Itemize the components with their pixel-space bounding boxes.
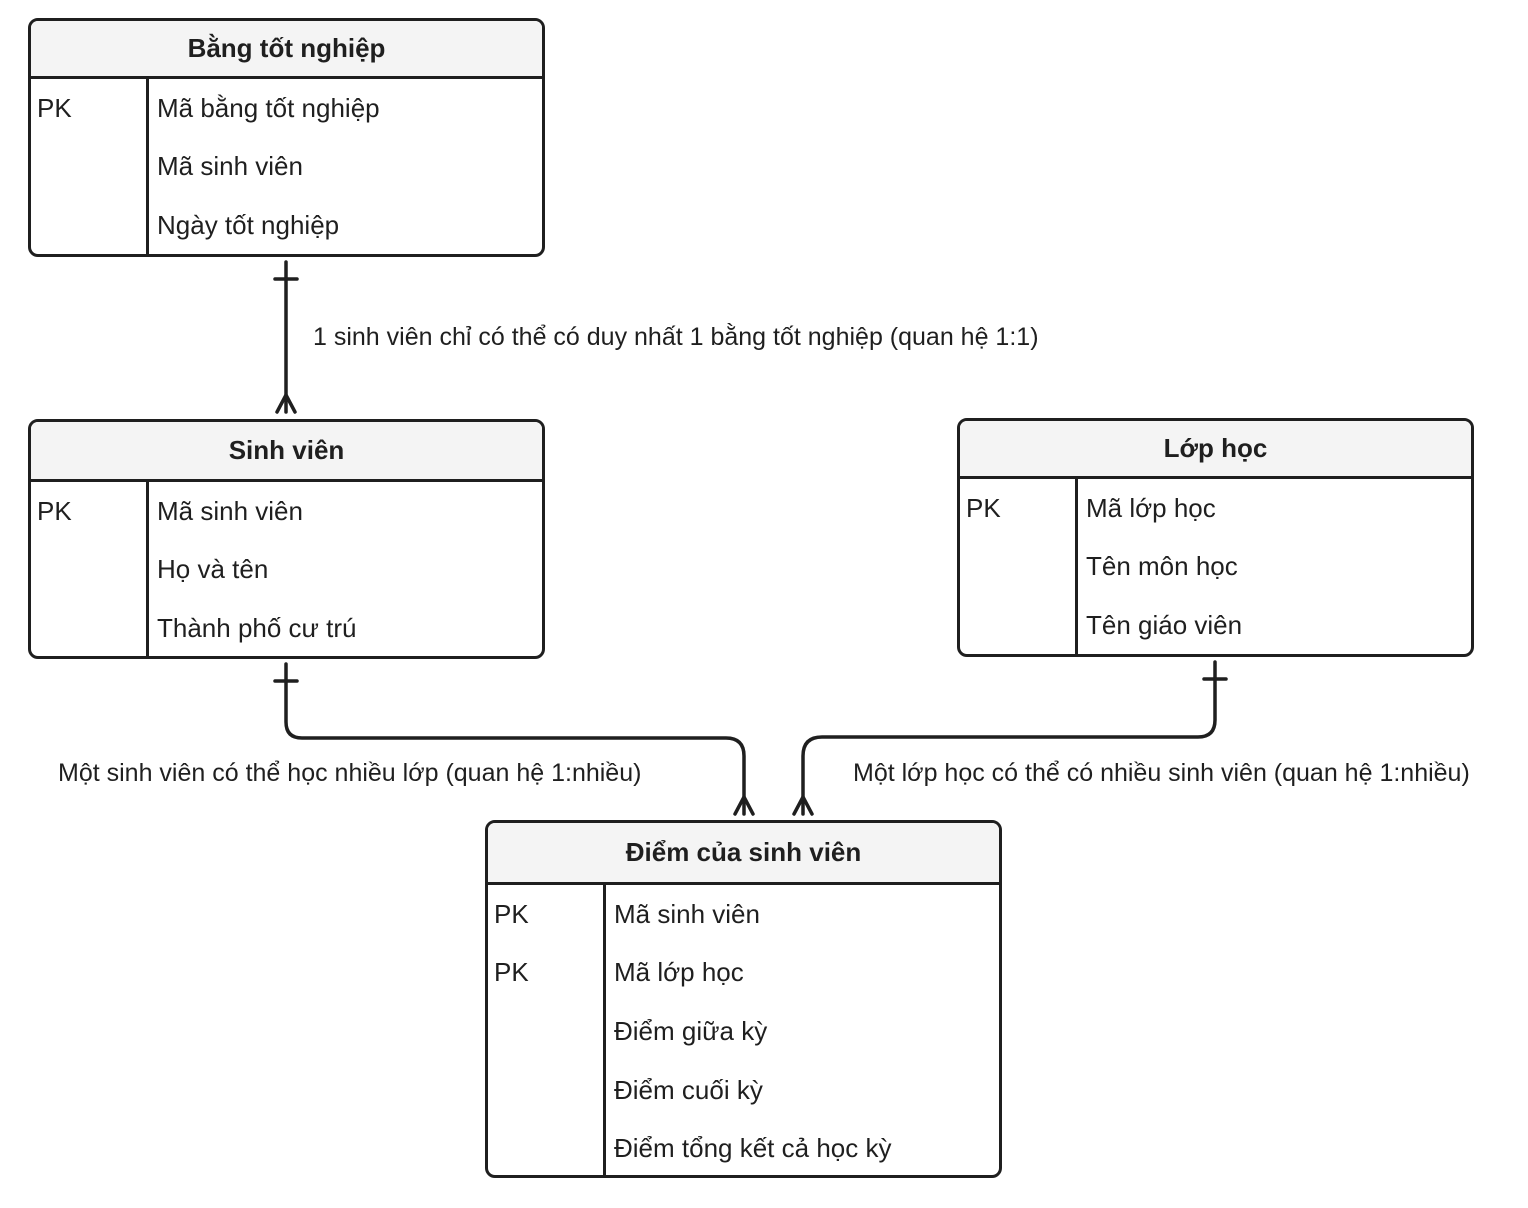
attribute-name: Ngày tốt nghiệp [157,209,340,240]
attribute-row: Tên môn học [960,538,1471,597]
relationship-label-student-grade: Một sinh viên có thể học nhiều lớp (quan… [58,759,642,787]
attribute-name: Họ và tên [157,554,269,585]
attribute-row: Thành phố cư trú [31,599,542,656]
attribute-name: Mã sinh viên [157,495,303,526]
attribute-name: Mã lớp học [1086,492,1216,523]
attribute-key: PK [494,957,529,988]
attribute-row: Ngày tốt nghiệp [31,196,542,254]
attribute-row: PK Mã lớp học [488,944,999,1003]
attribute-row: PK Mã bằng tốt nghiệp [31,79,542,138]
attribute-key: PK [37,495,72,526]
grade-crowfoot-marker-left [733,795,755,816]
grade-crowfoot-marker-right [792,795,814,816]
attribute-name: Điểm giữa kỳ [614,1015,768,1046]
student-crowfoot-marker [275,393,297,414]
attribute-row: Họ và tên [31,541,542,600]
attribute-name: Thành phố cư trú [157,612,357,643]
attribute-row: PK Mã lớp học [960,479,1471,538]
entity-title: Điểm của sinh viên [488,823,999,885]
attribute-row: Điểm giữa kỳ [488,1002,999,1061]
attribute-row: PK Mã sinh viên [31,482,542,541]
attribute-name: Tên giáo viên [1086,609,1243,640]
student-grade-line [284,662,746,816]
entity-grade: Điểm của sinh viên PK Mã sinh viên PK Mã… [485,820,1002,1178]
attribute-name: Mã bằng tốt nghiệp [157,92,380,123]
attribute-name: Mã sinh viên [614,898,760,929]
attribute-row: Mã sinh viên [31,138,542,197]
attribute-name: Mã lớp học [614,957,744,988]
entity-title: Lớp học [960,421,1471,479]
attribute-key: PK [37,92,72,123]
key-divider [146,79,149,254]
entity-student: Sinh viên PK Mã sinh viên Họ và tên Thàn… [28,419,545,659]
entity-class: Lớp học PK Mã lớp học Tên môn học Tên gi… [957,418,1474,657]
attribute-row: PK Mã sinh viên [488,885,999,944]
attribute-name: Điểm tổng kết cả học kỳ [614,1133,892,1164]
class-grade-line [801,660,1217,816]
entity-graduation: Bằng tốt nghiệp PK Mã bằng tốt nghiệp Mã… [28,18,545,257]
attribute-key: PK [966,492,1001,523]
attribute-row: Điểm tổng kết cả học kỳ [488,1119,999,1175]
attribute-name: Điểm cuối kỳ [614,1074,763,1105]
key-divider [603,885,606,1175]
relationship-label-graduation-student: 1 sinh viên chỉ có thể có duy nhất 1 bằn… [313,323,1039,351]
relationship-label-class-grade: Một lớp học có thể có nhiều sinh viên (q… [853,759,1470,787]
key-divider [146,482,149,656]
entity-title: Bằng tốt nghiệp [31,21,542,79]
attribute-row: Điểm cuối kỳ [488,1061,999,1120]
attribute-row: Tên giáo viên [960,596,1471,654]
attribute-key: PK [494,898,529,929]
attribute-name: Mã sinh viên [157,151,303,182]
entity-title: Sinh viên [31,422,542,482]
attribute-name: Tên môn học [1086,551,1238,582]
key-divider [1075,479,1078,654]
